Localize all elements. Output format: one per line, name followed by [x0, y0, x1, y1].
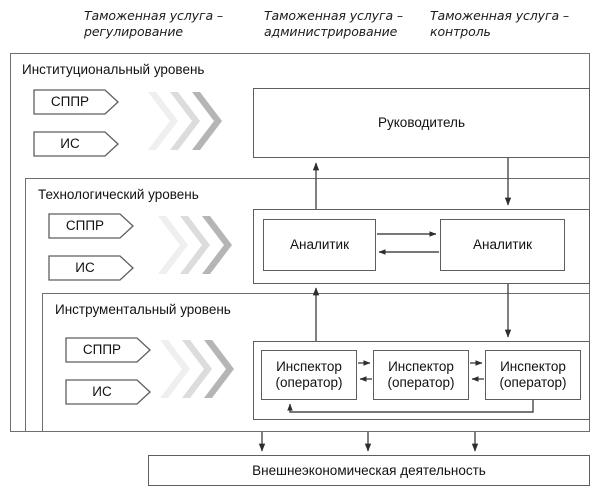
panel-instrumental-title: Инструментальный уровень [55, 302, 231, 317]
panel-institutional-title: Институциональный уровень [22, 62, 205, 77]
tag-institutional-sppr: СППР [33, 89, 119, 115]
node-inspector-2-line1: Инспектор [388, 359, 454, 374]
header-caption-regulation-line1: Таможенная услуга – [84, 8, 224, 23]
tag-instrumental-sppr-label: СППР [82, 342, 122, 357]
node-analyst-left: Аналитик [263, 219, 376, 271]
chevron-right-triple-icon-instrumental [160, 336, 236, 402]
tag-instrumental-is-label: ИС [92, 384, 112, 399]
panel-technological-title: Технологический уровень [38, 187, 199, 202]
tag-institutional-is-label: ИС [60, 136, 80, 151]
chevron-right-triple-icon-institutional [148, 88, 224, 154]
pentagon-arrow-icon [48, 213, 134, 239]
group-inspectors [253, 341, 590, 420]
node-analyst-left-label: Аналитик [289, 237, 350, 252]
tag-technological-is-label: ИС [75, 260, 95, 275]
node-external-activity-label: Внешнеэкономическая деятельность [252, 462, 486, 478]
header-caption-regulation-line2: регулирование [84, 24, 183, 39]
pentagon-arrow-icon [65, 337, 151, 363]
tag-technological-is: ИС [48, 255, 134, 281]
header-caption-control: Таможенная услуга – контроль [430, 8, 600, 40]
node-inspector-2: Инспектор (оператор) [373, 350, 469, 400]
tag-technological-sppr: СППР [48, 213, 134, 239]
node-inspector-1-line1: Инспектор [276, 359, 342, 374]
node-inspector-3-line2: (оператор) [499, 375, 567, 390]
node-inspector-1-line2: (оператор) [275, 375, 343, 390]
header-caption-administration-line1: Таможенная услуга – [264, 8, 404, 23]
header-caption-administration-line2: администрирование [264, 24, 398, 39]
tag-institutional-is: ИС [33, 131, 119, 157]
node-director-label: Руководитель [378, 115, 465, 130]
group-analysts [253, 209, 590, 284]
header-caption-administration: Таможенная услуга – администрирование [264, 8, 434, 40]
chevron-right-triple-icon-technological [158, 212, 234, 278]
header-caption-control-line2: контроль [430, 24, 491, 39]
node-inspector-1: Инспектор (оператор) [261, 350, 357, 400]
node-external-activity: Внешнеэкономическая деятельность [148, 455, 590, 486]
pentagon-arrow-icon [65, 379, 151, 405]
pentagon-arrow-icon [33, 89, 119, 115]
tag-institutional-sppr-label: СППР [50, 94, 90, 109]
pentagon-arrow-icon [48, 255, 134, 281]
node-inspector-3: Инспектор (оператор) [485, 350, 581, 400]
node-inspector-3-line1: Инспектор [500, 359, 566, 374]
header-caption-regulation: Таможенная услуга – регулирование [84, 8, 254, 40]
tag-instrumental-is: ИС [65, 379, 151, 405]
node-director: Руководитель [253, 88, 590, 158]
tag-technological-sppr-label: СППР [65, 218, 105, 233]
header-caption-control-line1: Таможенная услуга – [430, 8, 570, 23]
pentagon-arrow-icon [33, 131, 119, 157]
node-analyst-right: Аналитик [440, 219, 565, 271]
node-analyst-right-label: Аналитик [472, 237, 533, 252]
node-inspector-2-line2: (оператор) [387, 375, 455, 390]
tag-instrumental-sppr: СППР [65, 337, 151, 363]
